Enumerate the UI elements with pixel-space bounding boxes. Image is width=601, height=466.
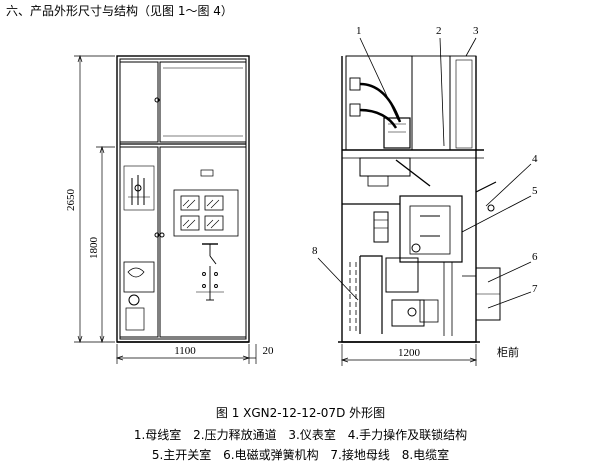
busbar-room bbox=[345, 55, 413, 151]
front-label: 柜前 bbox=[497, 345, 519, 359]
legend-item: 3.仪表室 bbox=[288, 428, 336, 442]
dim-side-gap: 20 bbox=[263, 345, 275, 357]
callout-leaders bbox=[317, 37, 532, 309]
figure-caption: 图 1 XGN2-12-12-07D 外形图 bbox=[215, 406, 386, 420]
legend-line-1: 1.母线室 2.压力释放通道 3.仪表室 4.手力操作及联锁结构 bbox=[0, 426, 601, 443]
dim-cabinet-height: 1800 bbox=[88, 237, 100, 260]
top-left-door bbox=[119, 61, 159, 143]
lower-left-door bbox=[119, 146, 159, 338]
callout-3: 3 bbox=[473, 25, 479, 37]
operating-handle bbox=[475, 181, 497, 193]
callout-6: 6 bbox=[532, 251, 538, 263]
legend-item: 8.电缆室 bbox=[401, 448, 450, 462]
callout-1: 1 bbox=[356, 25, 362, 37]
dim-width: 1100 bbox=[174, 345, 196, 357]
top-right-door bbox=[159, 61, 247, 143]
legend-item: 5.主开关室 bbox=[151, 448, 212, 462]
pressure-relief-channel bbox=[411, 55, 451, 151]
front-view bbox=[116, 55, 250, 343]
side-dimensions bbox=[340, 344, 478, 366]
mimic-diagram bbox=[196, 243, 224, 301]
main-switch-room bbox=[399, 195, 463, 263]
callout-5: 5 bbox=[532, 185, 538, 197]
instrument-panel bbox=[173, 189, 239, 237]
dim-total-height: 2650 bbox=[65, 189, 77, 212]
section-heading: 六、产品外形尺寸与结构（见图 1～图 4） bbox=[6, 4, 233, 18]
cabinet-drawing: 2650 1800 1100 20 1200 柜前 1 2 3 4 5 6 7 … bbox=[65, 25, 538, 366]
front-cabinet-outline bbox=[116, 55, 250, 343]
callout-2: 2 bbox=[436, 25, 442, 37]
door-handle-icon bbox=[154, 97, 160, 103]
dim-depth: 1200 bbox=[398, 347, 421, 359]
side-view bbox=[338, 55, 501, 343]
callout-4: 4 bbox=[532, 153, 538, 165]
cable-room bbox=[359, 255, 383, 334]
front-cabinet-inner bbox=[119, 58, 247, 340]
lower-right-door bbox=[159, 146, 247, 338]
indicator-light bbox=[200, 169, 214, 177]
legend-item: 4.手力操作及联锁结构 bbox=[347, 428, 468, 442]
legend-item: 1.母线室 bbox=[133, 428, 182, 442]
legend-item: 2.压力释放通道 bbox=[193, 428, 277, 442]
legend-item: 7.接地母线 bbox=[330, 448, 390, 462]
front-dimensions bbox=[74, 54, 257, 364]
legend-line-2: 5.主开关室 6.电磁或弹簧机构 7.接地母线 8.电缆室 bbox=[0, 446, 601, 463]
inspection-window bbox=[123, 261, 155, 293]
door-handle-icon bbox=[154, 232, 160, 238]
legend-item: 6.电磁或弹簧机构 bbox=[223, 448, 319, 462]
callout-7: 7 bbox=[532, 283, 538, 295]
callout-8: 8 bbox=[312, 245, 318, 257]
door-handle-icon bbox=[159, 232, 165, 238]
